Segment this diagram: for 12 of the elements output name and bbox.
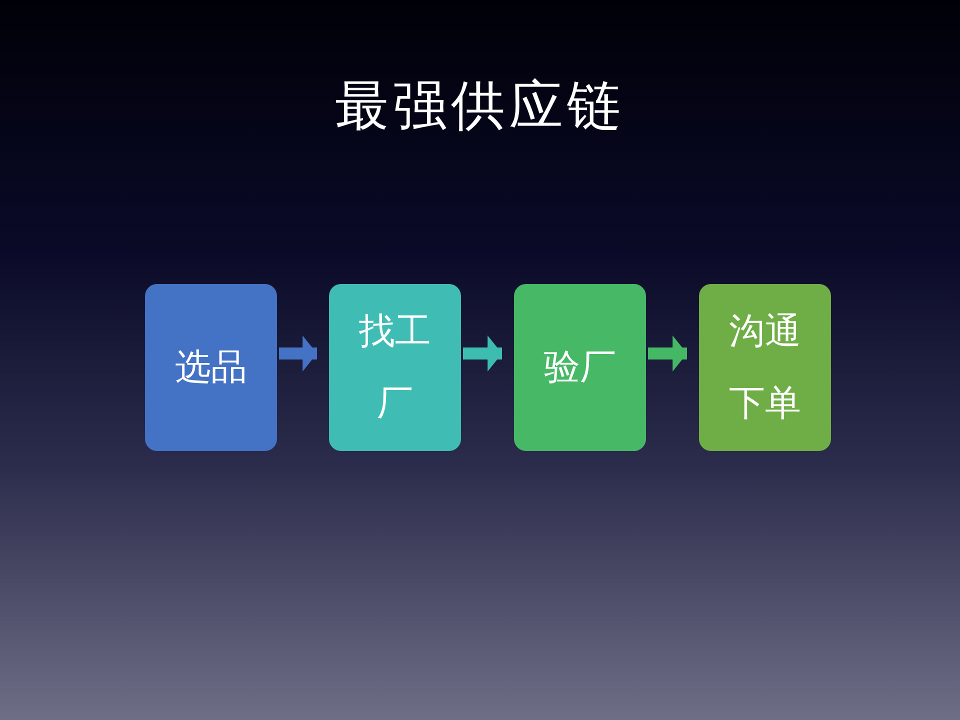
step-label: 沟通下单 [728, 310, 802, 426]
title: 最强供应链 [335, 73, 625, 139]
process-box [699, 284, 831, 451]
step-label: 验厂 [543, 346, 617, 390]
process-box [145, 284, 277, 451]
process-box [514, 284, 646, 451]
step-label: 找工厂 [358, 310, 432, 426]
arrow [463, 336, 502, 372]
arrow [648, 336, 687, 372]
step-label: 选品 [174, 346, 248, 390]
arrow [279, 336, 317, 372]
process-box [329, 284, 461, 451]
